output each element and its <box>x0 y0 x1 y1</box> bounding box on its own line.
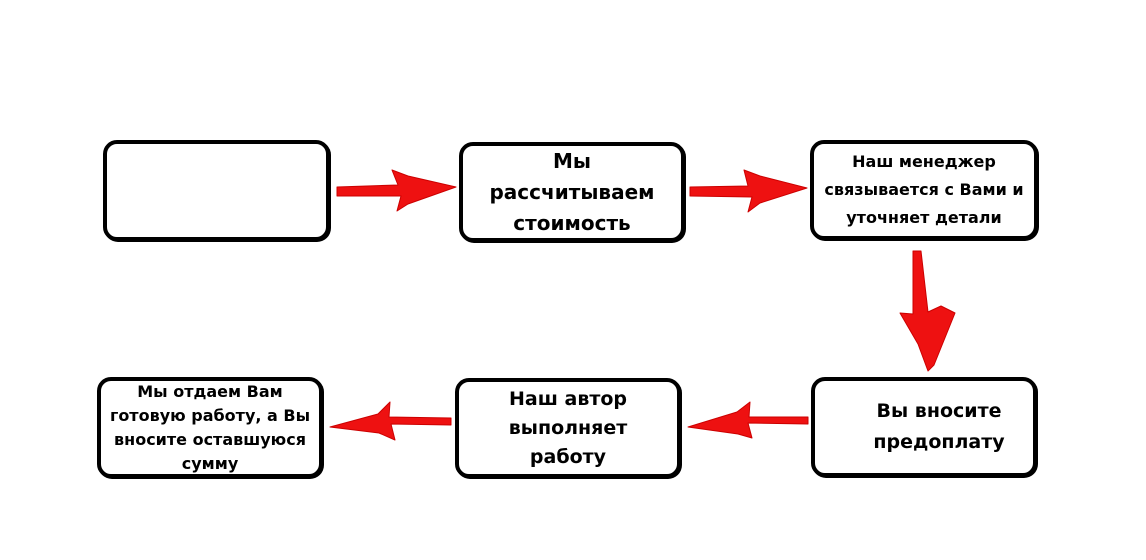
step-5-text: Наш автор выполняет работу <box>508 387 628 468</box>
arrow-down-icon <box>899 250 956 372</box>
step-3-text: Наш менеджер связывается с Вами и уточня… <box>824 152 1024 227</box>
step-4-text: Вы вносите предоплату <box>873 400 1005 453</box>
arrow-left-icon <box>329 401 452 441</box>
arrow-right-icon <box>689 169 808 213</box>
step-box-1 <box>103 140 330 241</box>
step-box-5: Наш автор выполняет работу <box>455 378 681 478</box>
arrow-left-icon <box>687 401 809 439</box>
step-box-4: Вы вносите предоплату <box>811 377 1037 477</box>
step-6-text: Мы отдаем Вам готовую работу, а Вы вноси… <box>109 381 311 473</box>
step-box-3: Наш менеджер связывается с Вами и уточня… <box>810 140 1038 240</box>
step-box-6: Мы отдаем Вам готовую работу, а Вы вноси… <box>97 377 323 478</box>
step-box-2: Мы рассчитываем стоимость <box>459 142 685 242</box>
arrow-right-icon <box>336 169 457 212</box>
step-2-text: Мы рассчитываем стоимость <box>489 148 655 235</box>
